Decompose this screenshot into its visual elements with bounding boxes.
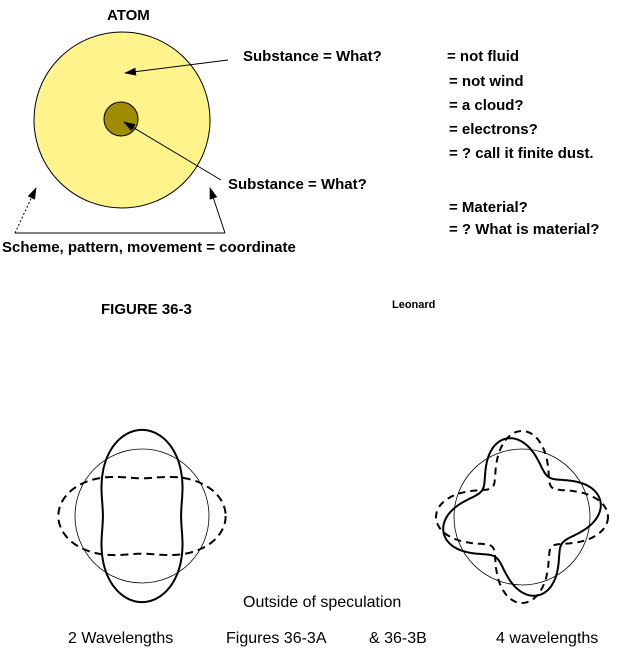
author-label: Leonard <box>392 299 436 311</box>
answer-4: = electrons? <box>449 121 538 138</box>
answer-6: = Material? <box>449 199 528 216</box>
figures-caption-b: & 36-3B <box>369 630 427 647</box>
arrow-to-cloud <box>124 59 229 76</box>
arrow-right-up <box>209 187 226 234</box>
dashed-wave-right <box>434 429 610 605</box>
solid-wave-left <box>100 428 184 604</box>
atom-title: ATOM <box>107 7 150 24</box>
center-caption: Outside of speculation <box>243 594 402 611</box>
answer-5: = ? call it finite dust. <box>449 145 594 162</box>
dashed-wave-left <box>57 475 227 557</box>
outer-substance-label: Substance = What? <box>243 48 382 65</box>
left-caption: 2 Wavelengths <box>68 630 174 647</box>
figure-label: FIGURE 36-3 <box>101 301 192 318</box>
figures-caption-a: Figures 36-3A <box>226 630 327 647</box>
two-wavelength-figure <box>57 428 227 604</box>
arrow-left-up <box>14 187 37 234</box>
arrow-to-nucleus <box>123 121 222 181</box>
solid-wave-right <box>442 437 602 597</box>
nucleus <box>103 101 139 137</box>
answer-3: = a cloud? <box>449 97 524 114</box>
scheme-label: Scheme, pattern, movement = coordinate <box>2 239 296 256</box>
inner-substance-label: Substance = What? <box>228 176 367 193</box>
reference-orbit-right <box>453 448 591 586</box>
four-wavelength-figure <box>434 429 610 605</box>
reference-orbit-left <box>74 448 210 584</box>
right-caption: 4 wavelengths <box>496 630 599 647</box>
answer-1: = not fluid <box>447 48 520 65</box>
answer-7: = ? What is material? <box>449 221 600 238</box>
answer-2: = not wind <box>449 73 524 90</box>
